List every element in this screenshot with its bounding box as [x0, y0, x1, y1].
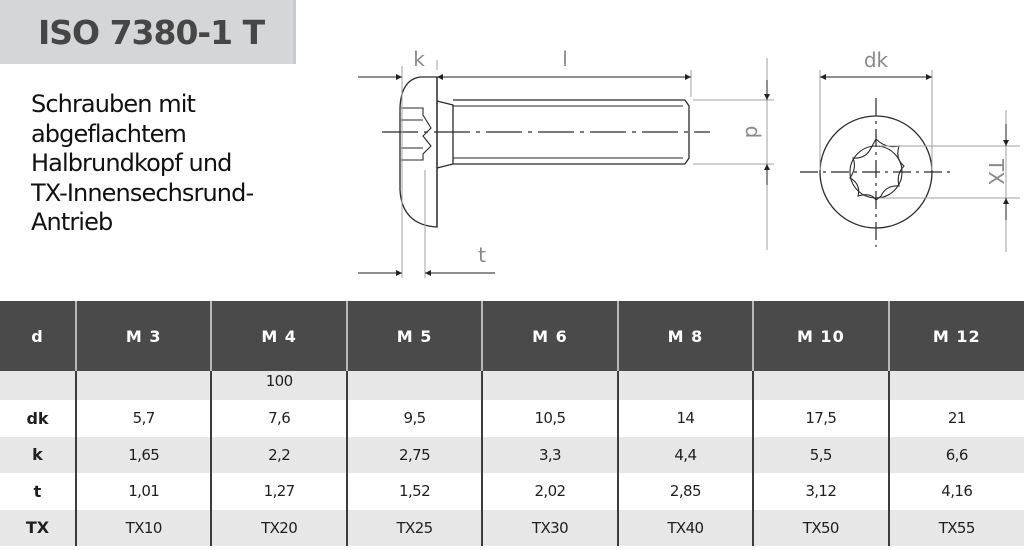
- row-label: dk: [0, 400, 76, 437]
- table-header-row: d M 3 M 4 M 5 M 6 M 8 M 10 M 12: [0, 301, 1024, 371]
- table-cell: 100: [210, 371, 347, 400]
- table-cell: [616, 371, 754, 400]
- table-cell: [752, 371, 889, 400]
- row-label: t: [0, 473, 76, 510]
- row-label: [0, 371, 76, 400]
- table-cell: TX30: [481, 509, 618, 546]
- row-label: k: [0, 436, 76, 473]
- table-cell: TX20: [210, 509, 347, 546]
- table-row: 100: [0, 371, 1024, 400]
- header-cell-size: M 12: [887, 301, 1024, 371]
- header-cell-size: M 10: [752, 301, 889, 371]
- table-cell: 9,5: [345, 400, 483, 437]
- table-cell: 6,6: [887, 436, 1024, 473]
- table-cell: 14: [616, 400, 754, 437]
- dimension-label-l: l: [562, 47, 568, 71]
- technical-drawing: k l t d dk TX: [340, 40, 1024, 290]
- table-cell: TX40: [616, 509, 754, 546]
- description-line: TX-Innensechsrund-: [31, 178, 254, 207]
- table-cell: 7,6: [210, 400, 347, 437]
- table-cell: [887, 371, 1024, 400]
- table-row: dk 5,7 7,6 9,5 10,5 14 17,5 21: [0, 400, 1024, 437]
- product-description: Schrauben mit abgeflachtem Halbrundkopf …: [31, 90, 331, 238]
- table-cell: 2,02: [481, 473, 618, 510]
- row-label: TX: [0, 509, 76, 546]
- dimensions-table: d M 3 M 4 M 5 M 6 M 8 M 10 M 12 100 dk 5…: [0, 301, 1024, 546]
- table-cell: 3,3: [481, 436, 618, 473]
- header-cell-size: M 5: [345, 301, 483, 371]
- table-row: t 1,01 1,27 1,52 2,02 2,85 3,12 4,16: [0, 473, 1024, 510]
- header-cell-size: M 8: [616, 301, 754, 371]
- table-cell: 2,2: [210, 436, 347, 473]
- table-cell: TX10: [74, 509, 212, 546]
- header-cell-size: M 3: [74, 301, 212, 371]
- dimension-label-d: d: [741, 126, 765, 139]
- header-cell-size: M 4: [210, 301, 347, 371]
- table-cell: 5,7: [74, 400, 212, 437]
- table-cell: 1,52: [345, 473, 483, 510]
- table-cell: TX50: [752, 509, 889, 546]
- table-cell: 1,01: [74, 473, 212, 510]
- table-cell: 1,27: [210, 473, 347, 510]
- description-line: Antrieb: [31, 208, 113, 237]
- page-title: ISO 7380-1 T: [38, 12, 265, 52]
- description-line: abgeflachtem: [31, 119, 187, 148]
- header-cell-size: M 6: [481, 301, 618, 371]
- table-row: TX TX10 TX20 TX25 TX30 TX40 TX50 TX55: [0, 509, 1024, 546]
- table-cell: 1,65: [74, 436, 212, 473]
- table-cell: TX25: [345, 509, 483, 546]
- table-cell: [345, 371, 483, 400]
- dimension-label-t: t: [478, 243, 486, 267]
- screw-side-view: [399, 76, 690, 228]
- table-cell: [74, 371, 212, 400]
- table-row: k 1,65 2,2 2,75 3,3 4,4 5,5 6,6: [0, 436, 1024, 473]
- table-cell: TX55: [887, 509, 1024, 546]
- description-line: Halbrundkopf und: [31, 149, 232, 178]
- dimension-label-tx: TX: [984, 158, 1008, 185]
- table-cell: 3,12: [752, 473, 889, 510]
- table-cell: 4,16: [887, 473, 1024, 510]
- table-cell: 10,5: [481, 400, 618, 437]
- title-box: ISO 7380-1 T: [0, 0, 296, 64]
- table-cell: 17,5: [752, 400, 889, 437]
- dimension-label-dk: dk: [864, 48, 889, 72]
- header-cell-d: d: [0, 301, 76, 371]
- table-cell: 21: [887, 400, 1024, 437]
- table-cell: 2,75: [345, 436, 483, 473]
- dimension-label-k: k: [413, 47, 425, 71]
- table-cell: 4,4: [616, 436, 754, 473]
- table-cell: 5,5: [752, 436, 889, 473]
- table-cell: 2,85: [616, 473, 754, 510]
- table-cell: [481, 371, 618, 400]
- description-line: Schrauben mit: [31, 90, 196, 118]
